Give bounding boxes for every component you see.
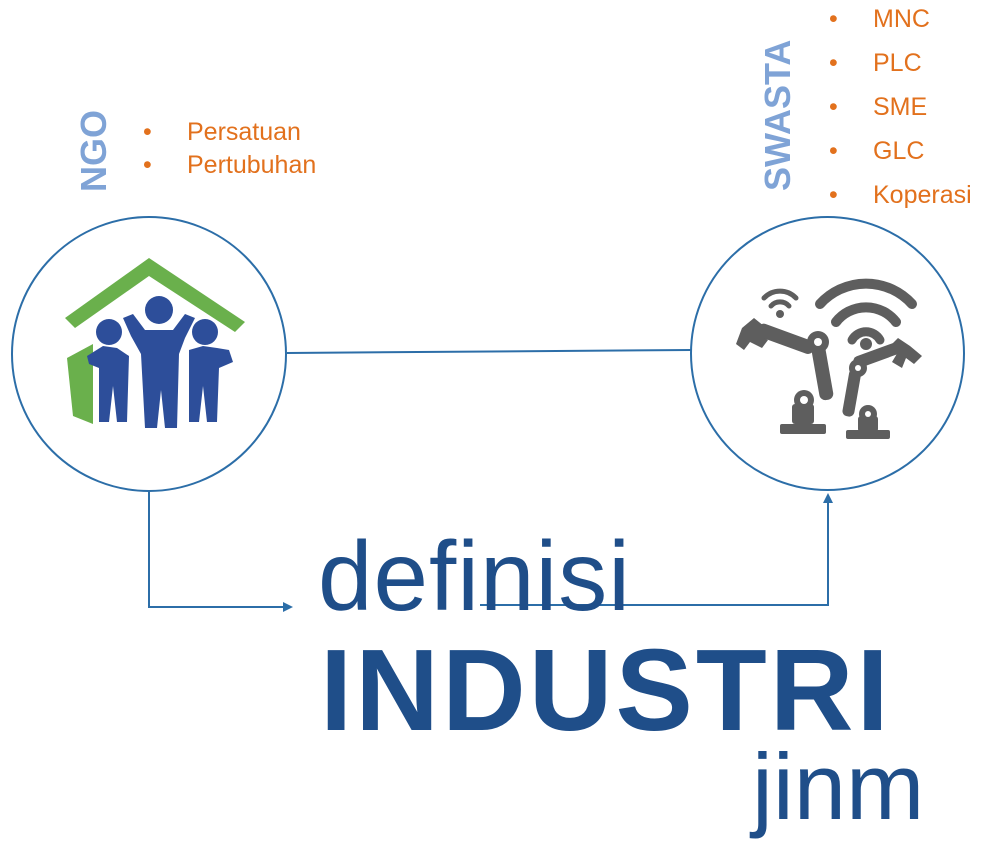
list-item: • Persatuan (143, 116, 316, 149)
ngo-item-label: Persatuan (187, 118, 301, 146)
list-item: • GLC (829, 134, 972, 178)
title-definisi: definisi (318, 521, 632, 631)
swasta-item-label: Koperasi (873, 181, 972, 209)
swasta-item-label: SME (873, 93, 928, 121)
title-jinm: jinm (752, 734, 925, 839)
swasta-circle (690, 216, 965, 491)
bullet-icon: • (829, 5, 838, 33)
list-item: • Pertubuhan (143, 149, 316, 182)
list-item: • MNC (829, 2, 972, 46)
list-item: • Koperasi (829, 178, 972, 222)
bullet-icon: • (829, 49, 838, 77)
ngo-list: • Persatuan • Pertubuhan (143, 116, 316, 182)
swasta-item-label: PLC (873, 49, 922, 77)
title-industri: INDUSTRI (320, 625, 892, 755)
swasta-item-label: MNC (873, 5, 930, 33)
bullet-icon: • (143, 151, 152, 179)
list-item: • SME (829, 90, 972, 134)
connector-ngo-swasta (286, 349, 692, 354)
swasta-list: • MNC • PLC • SME • GLC • Koperasi (829, 2, 972, 222)
robot-arms-wifi-icon (736, 278, 922, 439)
swasta-item-label: GLC (873, 137, 925, 165)
arrow-title-to-swasta (480, 493, 833, 606)
arrow-ngo-to-title (148, 492, 293, 612)
list-item: • PLC (829, 46, 972, 90)
swasta-label: SWASTA (757, 39, 798, 191)
ngo-circle (11, 216, 287, 492)
ngo-label: NGO (73, 109, 114, 192)
bullet-icon: • (829, 137, 838, 165)
bullet-icon: • (143, 118, 152, 146)
bullet-icon: • (829, 93, 838, 121)
ngo-item-label: Pertubuhan (187, 151, 317, 179)
bullet-icon: • (829, 181, 838, 209)
house-people-logo-icon (65, 258, 245, 428)
